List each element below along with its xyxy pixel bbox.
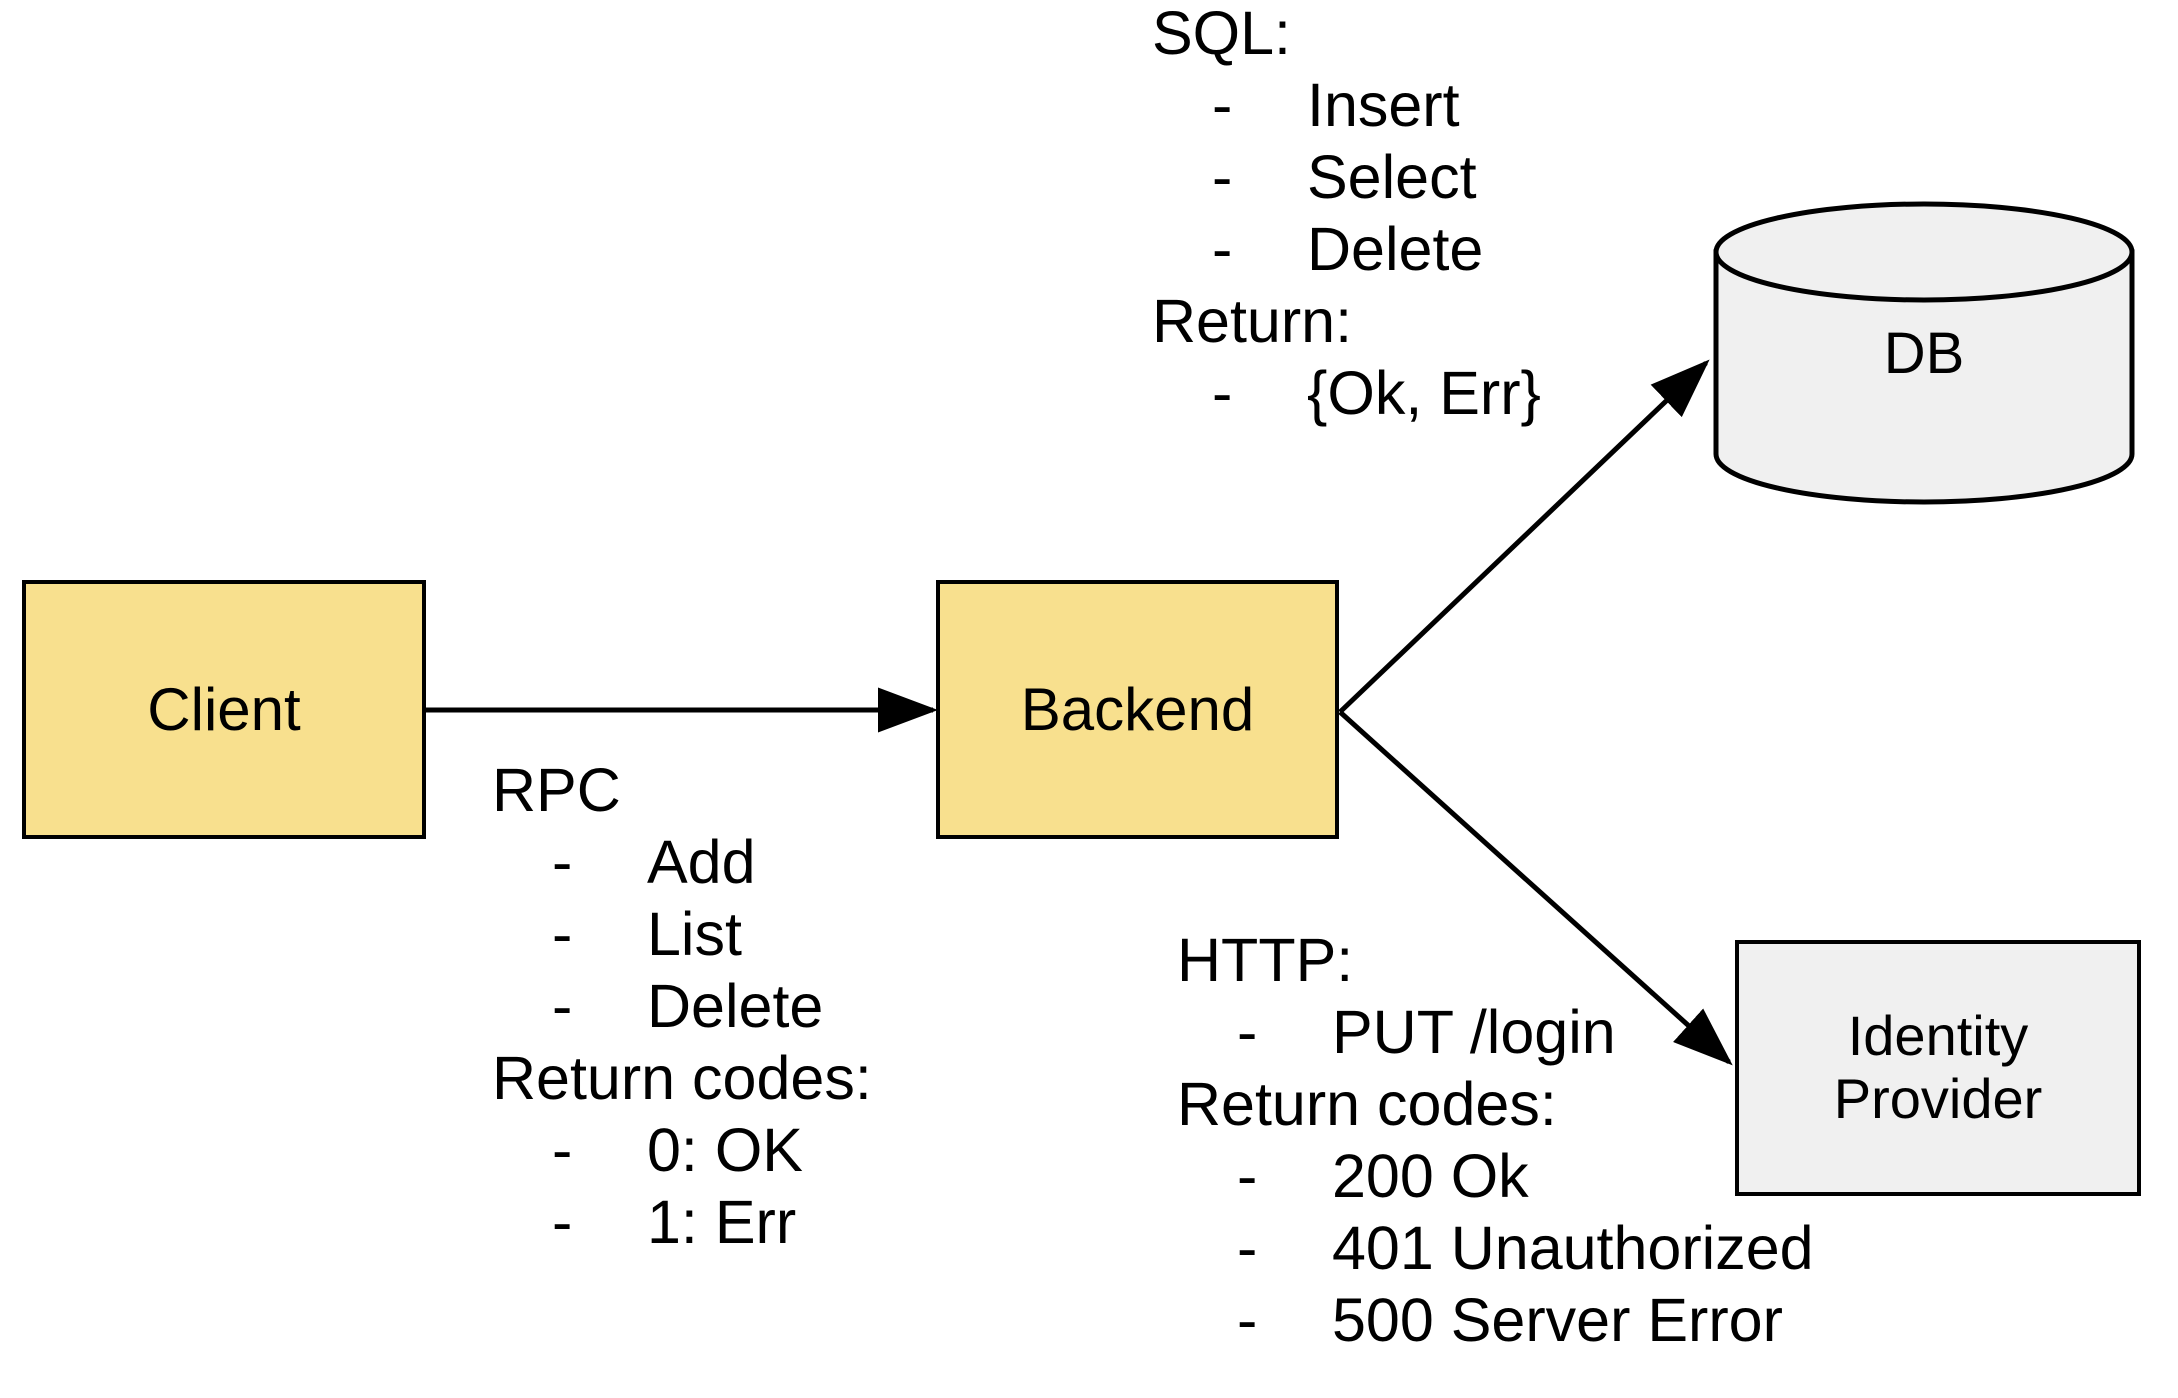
bullet-dash-icon: - <box>1212 142 1233 211</box>
annotation-sql: SQL: - Insert - Select - Delete Return: - {O… <box>1152 0 1541 430</box>
bullet-dash-icon: - <box>1237 1213 1258 1282</box>
node-db-label: DB <box>1883 320 1965 386</box>
bullet-dash-icon: - <box>1212 358 1233 427</box>
bullet-dash-icon: - <box>552 1115 573 1184</box>
bullet-dash-icon: - <box>552 1187 573 1256</box>
node-backend[interactable]: Backend <box>936 580 1339 839</box>
annotation-rpc-item: - Add <box>492 827 872 899</box>
annotation-rpc-subitem-label: 1: Err <box>647 1187 797 1256</box>
node-backend-label: Backend <box>1020 675 1255 743</box>
annotation-rpc-heading: RPC <box>492 756 621 824</box>
annotation-http-subitem-label: 200 Ok <box>1332 1141 1529 1210</box>
annotation-rpc-subheading: Return codes: <box>492 1043 872 1112</box>
node-db-label-wrap: DB <box>1712 200 2136 506</box>
annotation-http-subitem-label: 401 Unauthorized <box>1332 1213 1814 1282</box>
annotation-rpc-item-label: Add <box>647 827 756 896</box>
annotation-http-subitem: - 200 Ok <box>1177 1141 1814 1213</box>
annotation-http-subheading: Return codes: <box>1177 1069 1557 1138</box>
annotation-sql-heading: SQL: <box>1152 0 1292 67</box>
annotation-rpc-subitem: - 1: Err <box>492 1187 872 1259</box>
annotation-sql-subheading: Return: <box>1152 286 1353 355</box>
annotation-http: HTTP: -PUT /login Return codes: -200 Ok … <box>1177 925 1814 1357</box>
annotation-http-subitem: - 401 Unauthorized <box>1177 1213 1814 1285</box>
node-identity-provider[interactable]: Identity Provider <box>1735 940 2141 1196</box>
annotation-sql-subitem: - {Ok, Err} <box>1152 358 1541 430</box>
annotation-http-heading: HTTP: <box>1177 926 1354 994</box>
annotation-rpc: RPC - Add - List - Delete Return codes: - 0:… <box>492 755 872 1259</box>
annotation-rpc-item-label: Delete <box>647 971 824 1040</box>
annotation-rpc-item-label: List <box>647 899 742 968</box>
bullet-dash-icon: - <box>1237 1141 1258 1210</box>
annotation-rpc-subitem: - 0: OK <box>492 1115 872 1187</box>
bullet-dash-icon: - <box>552 971 573 1040</box>
cylinder-shape <box>1713 201 2135 505</box>
annotation-http-subitem-label: 500 Server Error <box>1332 1285 1783 1354</box>
annotation-rpc-item: - List <box>492 899 872 971</box>
annotation-sql-item: - Insert <box>1152 70 1541 142</box>
bullet-dash-icon: - <box>1237 1285 1258 1354</box>
annotation-http-item-label: PUT /login <box>1332 997 1616 1066</box>
bullet-dash-icon: - <box>552 899 573 968</box>
node-db[interactable]: DB <box>1712 200 2136 506</box>
annotation-rpc-item: - Delete <box>492 971 872 1043</box>
annotation-http-subitem: - 500 Server Error <box>1177 1285 1814 1357</box>
annotation-http-item: - PUT /login <box>1177 997 1814 1069</box>
bullet-dash-icon: - <box>1212 70 1233 139</box>
annotation-sql-item-label: Delete <box>1307 214 1484 283</box>
bullet-dash-icon: - <box>1212 214 1233 283</box>
annotation-sql-item: - Delete <box>1152 214 1541 286</box>
node-client[interactable]: Client <box>22 580 426 839</box>
annotation-sql-item-label: Select <box>1307 142 1477 211</box>
node-identity-provider-label: Identity Provider <box>1833 1004 2043 1130</box>
bullet-dash-icon: - <box>1237 997 1258 1066</box>
bullet-dash-icon: - <box>552 827 573 896</box>
annotation-sql-item-label: Insert <box>1307 70 1460 139</box>
annotation-rpc-subitem-label: 0: OK <box>647 1115 803 1184</box>
node-client-label: Client <box>147 675 301 743</box>
annotation-sql-subitem-label: {Ok, Err} <box>1307 358 1541 427</box>
annotation-sql-item: - Select <box>1152 142 1541 214</box>
